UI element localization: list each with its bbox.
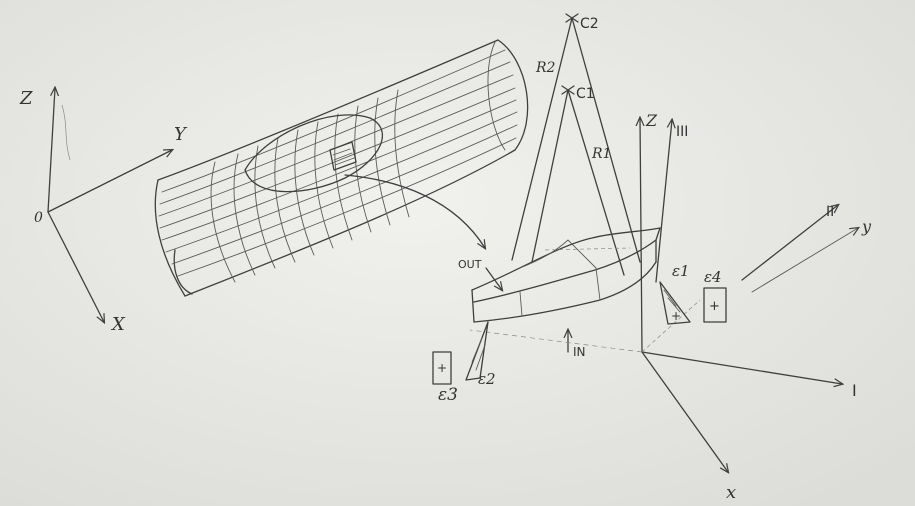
right-z-axis — [640, 118, 642, 353]
eps3-rectangle — [432, 351, 452, 385]
axis-III — [655, 120, 672, 283]
axis-II-label: II — [826, 204, 834, 220]
right-y-axis — [751, 228, 858, 293]
pipe-right-end-back — [487, 41, 506, 151]
left-z-label: Z — [19, 88, 33, 109]
left-z-shade — [61, 104, 71, 161]
eps1-triangle — [659, 281, 691, 325]
strain-diagram-left — [432, 321, 489, 385]
hatched-element — [329, 141, 357, 171]
pipe-bottom-edge — [184, 149, 516, 297]
eps4-rectangle — [703, 287, 727, 323]
left-z-axis — [47, 88, 55, 213]
r2-line-left — [511, 17, 573, 261]
pipe-right-end — [497, 39, 529, 151]
axis-III-label: III — [676, 124, 688, 140]
c1-label: C1 — [576, 86, 595, 102]
c1-mark — [561, 85, 575, 95]
x-projection — [469, 329, 643, 353]
pipe-left-end-front — [154, 179, 186, 297]
eps1-label: ε1 — [672, 262, 690, 280]
right-axes — [469, 118, 858, 472]
right-z-label: Z — [645, 111, 658, 130]
radii-construction — [511, 13, 641, 276]
element-top-back — [471, 227, 661, 291]
right-x-axis — [641, 351, 728, 472]
pipe-oval-patch — [244, 114, 384, 193]
c2-mark — [565, 13, 579, 23]
r2-line-right — [571, 17, 641, 263]
zoom-arrow — [344, 174, 485, 248]
r1-line-left — [531, 89, 569, 263]
element-top-front — [473, 239, 657, 303]
right-y-label: y — [861, 217, 872, 236]
left-x-label: X — [110, 314, 126, 335]
left-y-axis — [47, 150, 172, 213]
c2-label: C2 — [580, 16, 599, 32]
r1-line-right — [567, 89, 625, 276]
r1-label: R1 — [591, 146, 611, 162]
element-left-edge — [471, 289, 475, 323]
eps4-label: ε4 — [704, 268, 722, 286]
out-label: OUT — [458, 258, 482, 271]
plus-sign-rect: + — [709, 299, 720, 314]
pipe-cylinder — [154, 39, 529, 297]
out-arrow — [485, 267, 502, 290]
pipe-left-end-inner — [173, 249, 193, 295]
in-label: IN — [573, 345, 586, 359]
axis-I-label: I — [852, 381, 857, 400]
axis-I — [641, 351, 842, 384]
left-axes — [47, 88, 172, 322]
element-inner-division — [519, 239, 597, 269]
right-x-label: x — [726, 482, 736, 503]
pipe-top-edge — [157, 39, 499, 181]
origin-label: 0 — [34, 210, 43, 226]
plus-sign-left: + — [437, 361, 447, 375]
plus-sign-right: + — [671, 309, 681, 323]
left-y-label: Y — [174, 124, 188, 145]
eps2-label: ε2 — [478, 370, 496, 388]
left-x-axis — [47, 211, 104, 322]
strain-diagram-right — [659, 281, 727, 325]
axis-II — [741, 205, 838, 281]
eps3-label: ε3 — [438, 385, 458, 405]
r2-label: R2 — [535, 60, 556, 76]
